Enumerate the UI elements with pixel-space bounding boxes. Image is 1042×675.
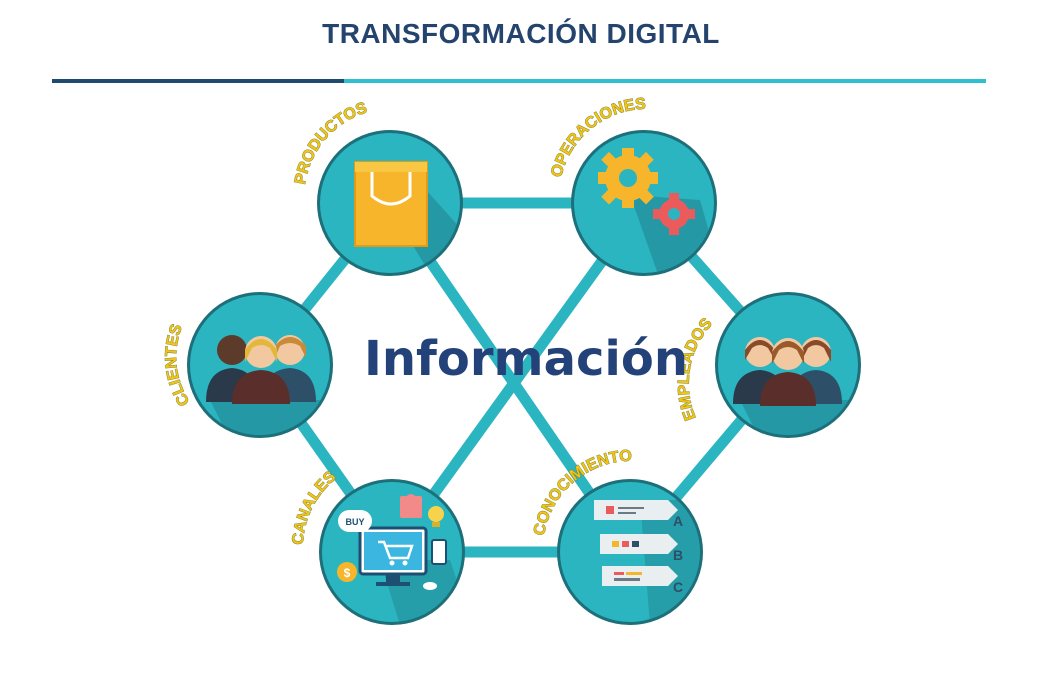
shopping-bag-icon: [354, 161, 428, 247]
node-productos: PRODUCTOS: [292, 99, 463, 276]
title-rule-light: [344, 79, 986, 83]
center-label: Información: [364, 331, 688, 387]
svg-text:C: C: [673, 579, 683, 595]
svg-text:$: $: [344, 566, 351, 580]
node-clientes: CLIENTES: [163, 292, 333, 438]
svg-text:B: B: [673, 547, 683, 563]
knowledge-list-icon: A B C: [594, 500, 683, 595]
node-operaciones: OPERACIONES: [548, 95, 717, 276]
people-group-icon: [206, 335, 316, 404]
people-group-icon: [733, 337, 842, 406]
node-empleados: EMPLEADOS: [675, 292, 861, 438]
channels-devices-icon: BUY $: [337, 494, 447, 590]
svg-text:A: A: [673, 513, 683, 529]
node-canales: BUY $ CANALES: [289, 468, 465, 625]
node-conocimiento: A B C CONOCIMIENTO: [531, 447, 703, 625]
svg-text:BUY: BUY: [345, 517, 364, 527]
gears-icon: [598, 148, 695, 235]
title-rule-dark: [52, 79, 344, 83]
page-title: TRANSFORMACIÓN DIGITAL: [322, 18, 720, 49]
